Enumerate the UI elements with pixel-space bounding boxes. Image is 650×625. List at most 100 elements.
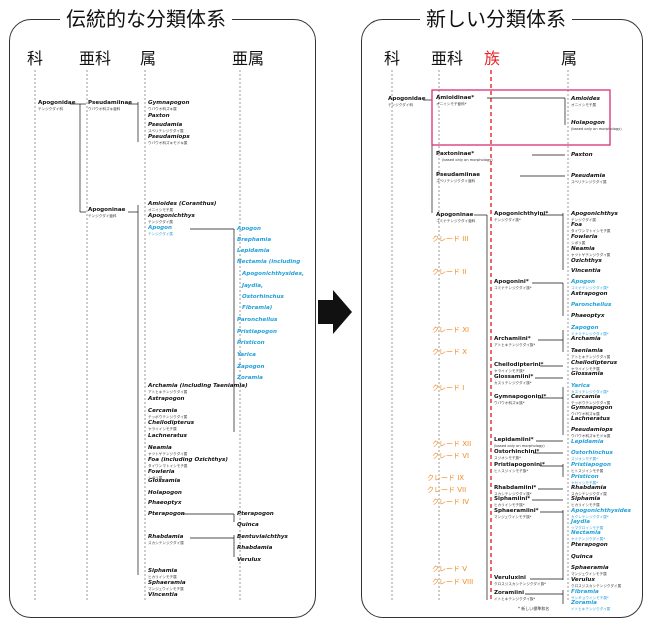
left-genus-jp: シボリ属 bbox=[148, 476, 163, 480]
right-genus: Verulux bbox=[571, 577, 595, 583]
right-genus-jp: ヒカリイシモチ属 bbox=[571, 503, 600, 507]
right-genus: Ostorhinchus bbox=[571, 450, 613, 456]
left-genus: Neamia bbox=[148, 445, 172, 451]
right-tribe: Rhabdamiini* bbox=[494, 485, 537, 491]
left-genus-jp: スカシテンジクダイ属 bbox=[148, 541, 184, 545]
right-tribe-jp: ヒカリイシモチ族* bbox=[494, 503, 525, 507]
left-genus: Holapogon bbox=[148, 490, 182, 496]
right-genus-jp: ウバウオ科ズキモドキ属 bbox=[571, 434, 611, 438]
right-genus: Apogon bbox=[571, 279, 596, 285]
left-genus: Glossamia bbox=[148, 478, 181, 484]
left-subgenus: Paroncheilus bbox=[237, 317, 278, 323]
left-genus: Pterapogon bbox=[148, 511, 185, 517]
right-genus: Sphaeramia bbox=[571, 565, 609, 571]
left-subgenus: Pristicon bbox=[237, 340, 265, 346]
left-genus-jp: オニイシモチ属 bbox=[148, 208, 174, 212]
right-genus: Cheilodipterus bbox=[571, 360, 618, 366]
left-genus: Vincentia bbox=[148, 592, 178, 598]
right-subfamily-jp: コミナテンジクダイ亜科 bbox=[436, 219, 476, 223]
right-subfamily-jp: (based only on morphology) bbox=[442, 158, 493, 162]
right-genus: Neamia bbox=[571, 246, 595, 252]
right-genus-jp: スジオシモチ属* bbox=[571, 457, 598, 461]
right-subfamily: Paxtoninae* bbox=[436, 151, 475, 157]
left-genus: Phaeoptyx bbox=[148, 500, 182, 506]
left-genus: Astrapogon bbox=[148, 396, 185, 402]
left-genus-apogon: Apogon bbox=[148, 225, 173, 231]
left-genus: Archamia (including Taeniamia) bbox=[148, 383, 248, 389]
right-tribe: Cheilodipterini* bbox=[494, 362, 544, 368]
right-genus: Glossamia bbox=[571, 371, 604, 377]
left-subfamily-apogoninae: Apogoninae bbox=[88, 207, 126, 213]
right-rank-subfamily: 亜科 bbox=[431, 49, 464, 68]
left-genus-jp: タイワンマトイシモチ属 bbox=[148, 464, 188, 468]
left-family-name: Apogonidae bbox=[38, 100, 76, 106]
right-genus-jp: クロスジスカシテンジクダイ属 bbox=[571, 584, 622, 588]
grade-label: クレード XI bbox=[432, 326, 470, 334]
right-genus-jp: カスリテンジクダイ属* bbox=[571, 390, 609, 394]
left-rank-subfamily: 亜科 bbox=[79, 49, 112, 68]
left-rank-subgenus: 亜属 bbox=[232, 49, 265, 68]
footnote: * 新しい標準和名 bbox=[518, 606, 550, 611]
left-genus-jp: ヒカリイシモチ属 bbox=[148, 575, 177, 579]
right-genus-jp: (based only on morphology) bbox=[571, 127, 622, 131]
left-subgenus: Yarica bbox=[237, 352, 256, 358]
right-genus: Cercamia bbox=[571, 394, 601, 400]
right-subfamily-jp: オニイシモチ亜科* bbox=[436, 102, 467, 106]
left-genus: Apogonichthys bbox=[148, 213, 195, 219]
right-genus-jp: タイワンマトイシモチ属 bbox=[571, 229, 611, 233]
right-genus: Amioides bbox=[571, 96, 600, 102]
right-genus: Zapogon bbox=[571, 325, 599, 331]
right-tribe: Pristiapogonini* bbox=[494, 462, 545, 468]
right-tribe: Apogonichthyini* bbox=[494, 211, 549, 217]
right-genus: Paxton bbox=[571, 152, 593, 158]
right-subfamily: Apogoninae bbox=[436, 212, 474, 218]
left-subgenus: Lepidamia bbox=[237, 248, 270, 254]
left-subgenus: Nectamia (including bbox=[237, 259, 301, 265]
right-family-jp: テンジクダイ科 bbox=[388, 103, 414, 107]
left-genus: Cercamia bbox=[148, 408, 178, 414]
right-genus-jp: スベリテンジクダイ属 bbox=[571, 180, 607, 184]
right-genus: Apogonichthys bbox=[571, 211, 618, 217]
right-genus: Quinca bbox=[571, 554, 593, 560]
right-genus: Nectamia bbox=[571, 530, 601, 536]
grade-label: クレード II bbox=[432, 268, 467, 276]
left-subgenus: Pterapogon bbox=[237, 511, 274, 517]
right-genus: Vincentia bbox=[571, 268, 601, 274]
left-subfamily-apogoninae-jp: テンジクダイ亜科 bbox=[88, 214, 117, 218]
right-genus: Apogonichthysides bbox=[571, 508, 631, 514]
right-genus: Pristiapogon bbox=[571, 462, 611, 468]
left-genus-jp: テッポウテンジクダイ属 bbox=[148, 415, 188, 419]
right-tribe: Apogonini* bbox=[494, 279, 529, 285]
left-genus-jp: テンジクダイ属 bbox=[148, 232, 174, 236]
right-genus: Siphamia bbox=[571, 496, 601, 502]
grade-label: クレード I bbox=[432, 384, 465, 392]
left-subgenus: Zoramia bbox=[237, 375, 263, 381]
left-genus: Amioides (Coranthus) bbox=[148, 201, 217, 207]
left-family-jp: テンジクダイ科 bbox=[38, 107, 64, 111]
right-genus-jp: ヤライイシモチ属 bbox=[571, 367, 600, 371]
right-genus-jp: マンジュウイシモチ属 bbox=[571, 572, 607, 576]
right-genus: Ozichthys bbox=[571, 258, 602, 264]
right-rank-tribe: 族 bbox=[484, 49, 501, 68]
right-tribe-jp: カスリテンジクダイ族* bbox=[494, 381, 532, 385]
right-genus: Paroncheilus bbox=[571, 302, 612, 308]
right-genus-jp: ヤセイシモチ属* bbox=[571, 481, 598, 485]
left-subgenus: Apogonichthysides, bbox=[242, 271, 305, 277]
right-genus-jp: アトヒキテンジクダイ属 bbox=[571, 355, 611, 359]
right-genus: Holapogon bbox=[571, 120, 605, 126]
right-tribe-jp: マンジュウイシモチ族* bbox=[494, 515, 532, 519]
right-genus-jp: スカシテンジクダイ属 bbox=[571, 492, 607, 496]
left-subgenus: Quinca bbox=[237, 522, 259, 528]
right-tribe: Lepidamiini* bbox=[494, 437, 534, 443]
grade-label: クレード V bbox=[432, 565, 468, 573]
right-genus-jp: テッポウテンジクダイ属 bbox=[571, 401, 611, 405]
left-genus: Pseudamiops bbox=[148, 134, 190, 140]
right-genus: Foa bbox=[571, 222, 583, 228]
left-subfamily-pseudamiinae: Pseudamiinae bbox=[88, 100, 133, 106]
right-genus: Astrapogon bbox=[571, 291, 608, 297]
right-tribe-jp: クロスジスカシテンジクダイ族* bbox=[494, 582, 546, 586]
left-genus: Lachneratus bbox=[148, 433, 187, 439]
right-genus: Taeniamia bbox=[571, 348, 603, 354]
grade-label: クレード IV bbox=[432, 498, 470, 506]
left-genus-jp: アトヒキテンジクダイ属 bbox=[148, 390, 188, 394]
